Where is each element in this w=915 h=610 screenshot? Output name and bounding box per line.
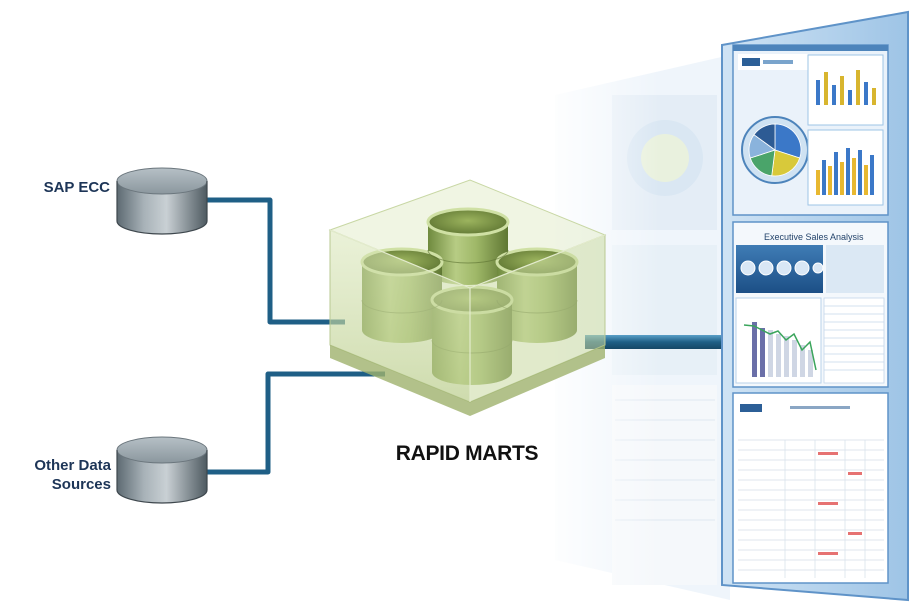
executive-sales-analysis-title: Executive Sales Analysis	[764, 232, 864, 242]
connector-to-dashboard	[585, 335, 735, 349]
bar-chart-top	[816, 70, 876, 105]
pie-slice-1	[774, 123, 802, 159]
pie-slice-2	[771, 149, 801, 177]
report-table	[738, 439, 884, 578]
sap-ecc-label: SAP ECC	[43, 179, 110, 196]
combo-chart	[743, 322, 817, 377]
bar-chart-bottom	[816, 148, 874, 195]
pie-slice-5	[753, 123, 776, 151]
pie-chart	[748, 123, 802, 177]
connector-lines	[203, 197, 385, 475]
report-highlights	[818, 452, 862, 555]
gauge-icons	[740, 260, 824, 276]
database-cylinder-icon	[116, 167, 208, 235]
barrel-cluster-icon	[328, 179, 607, 416]
database-cylinder-icon	[116, 436, 208, 504]
other-data-sources-label: Other Data Sources	[10, 456, 111, 494]
connector-sap-ecc	[203, 197, 345, 325]
dashboard-screen	[721, 10, 909, 602]
data-table	[823, 297, 885, 384]
other-data-sources-line-1: Other Data	[34, 457, 111, 474]
rapid-marts-label: RAPID MARTS	[395, 442, 539, 465]
other-data-sources-line-2: Sources	[51, 476, 111, 493]
connector-other-sources	[203, 371, 385, 475]
